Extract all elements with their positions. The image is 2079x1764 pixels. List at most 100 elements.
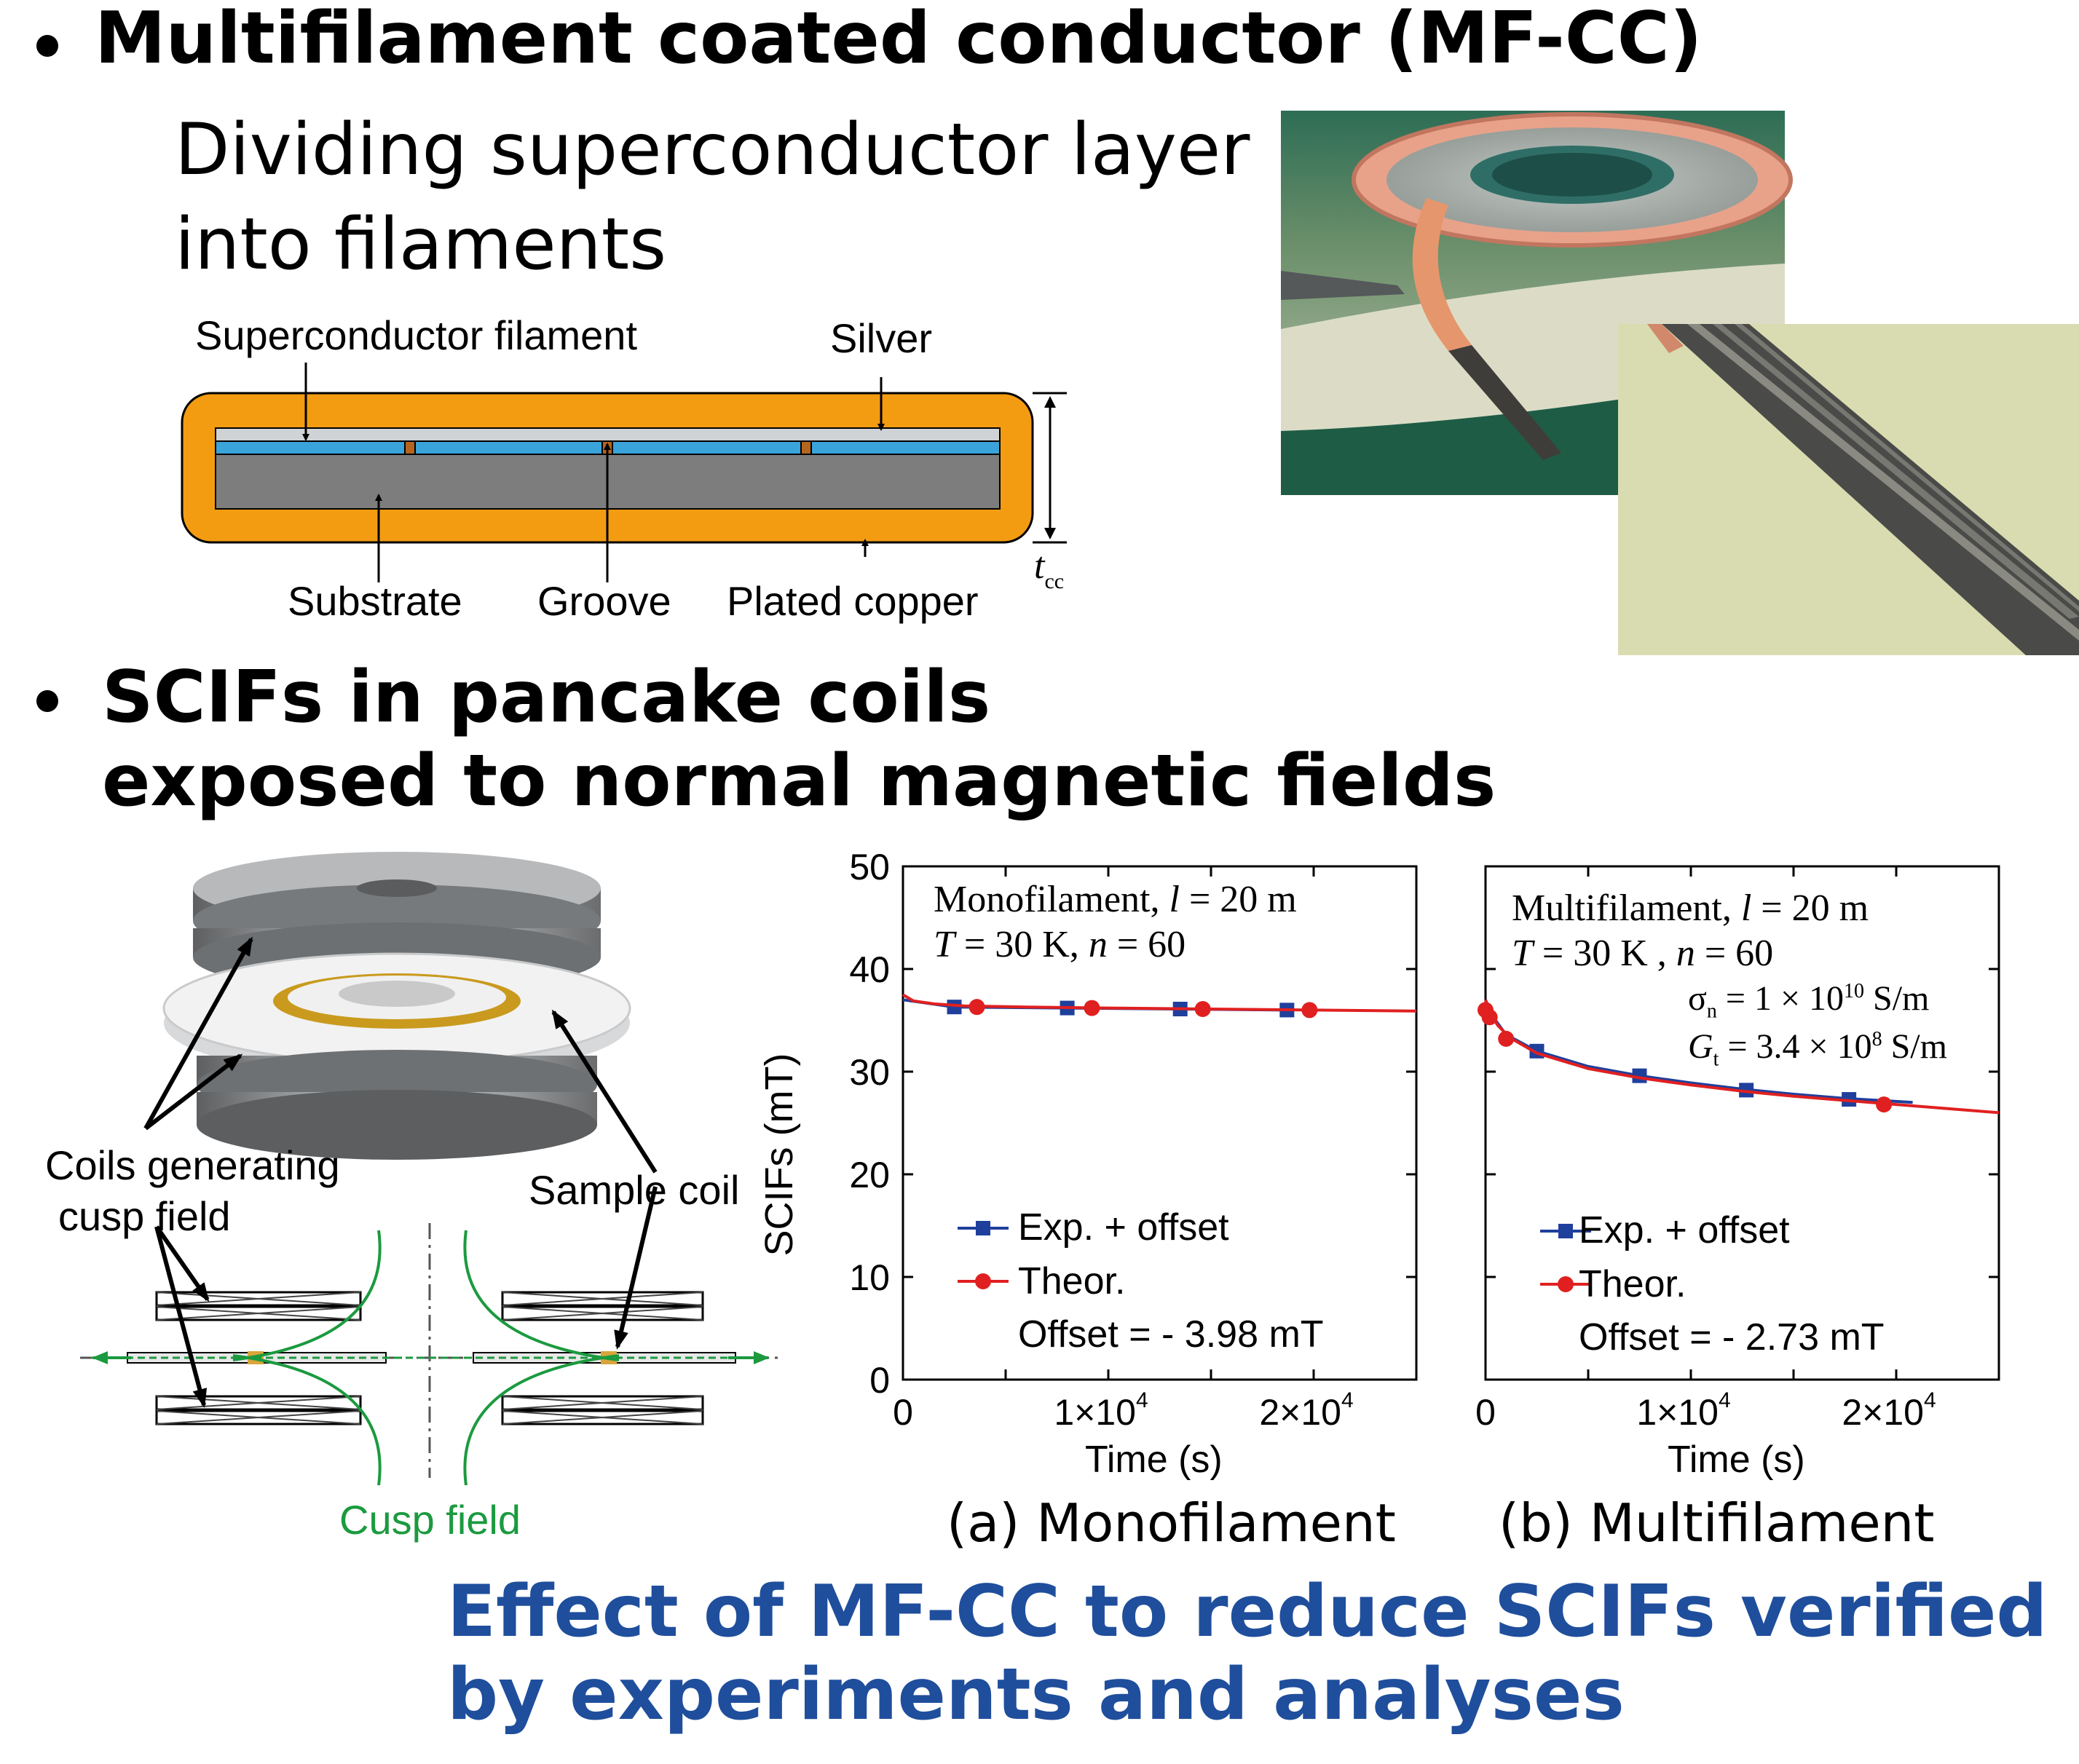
series-marker-circle xyxy=(1481,1009,1498,1026)
chart-a-ylabel: SCIFs (mT) xyxy=(757,1053,801,1257)
series-marker-circle xyxy=(1301,1002,1318,1019)
conclusion-line1: Effect of MF-CC to reduce SCIFs verified xyxy=(447,1570,2048,1653)
chart-b-caption: (b) Multifilament xyxy=(1499,1492,1935,1554)
chart-b-g-sub: t xyxy=(1713,1048,1719,1071)
label-thickness: tcc xyxy=(1034,545,1064,594)
x-tick-label: 2×104 xyxy=(1259,1388,1353,1433)
label-coils-line2: cusp field xyxy=(58,1193,231,1239)
chart-a-anno1b: l xyxy=(1169,879,1180,920)
legend-marker-circle xyxy=(1558,1276,1574,1292)
chart-a-anno2c: n xyxy=(1088,924,1108,965)
chart-b-plot: 0 1×104 2×104 xyxy=(1475,865,2000,1433)
label-groove: Groove xyxy=(537,578,671,624)
conclusion-line2: by experiments and analyses xyxy=(447,1653,1625,1736)
chart-b-legend-theor: Theor. xyxy=(1579,1263,1687,1305)
chart-b-sigma-unit: S/m xyxy=(1864,979,1930,1018)
chart-a-anno2d: = 60 xyxy=(1107,924,1186,965)
chart-a-offset: Offset = - 3.98 mT xyxy=(1018,1313,1324,1356)
series-marker-square xyxy=(947,1000,962,1015)
series-marker-circle xyxy=(1084,1000,1100,1016)
chart-a-caption: (a) Monofilament xyxy=(947,1492,1396,1554)
series-marker-circle xyxy=(1194,1000,1211,1017)
chart-b-frame xyxy=(1484,865,2000,1381)
chart-b-g-exp: 8 xyxy=(1871,1028,1882,1051)
x-tick-exponent: 4 xyxy=(1341,1388,1354,1412)
groove-3 xyxy=(800,440,812,455)
chart-a-frame xyxy=(902,865,1418,1381)
silver-layer xyxy=(215,427,1001,442)
bullet-dot xyxy=(36,35,58,57)
chart-a-xlabel: Time (s) xyxy=(1085,1439,1223,1481)
label-cusp-field: Cusp field xyxy=(339,1497,521,1543)
series-marker-circle xyxy=(969,999,985,1016)
series-marker-circle xyxy=(1876,1096,1893,1113)
chart-b-sigma-sub: n xyxy=(1706,1000,1717,1023)
section1-title: Multifilament coated conductor (MF-CC) xyxy=(95,0,1703,80)
chart-b-annotation-g: Gt = 3.4 × 108 S/m xyxy=(1688,1027,1947,1072)
chart-b-anno2a: T xyxy=(1512,933,1533,974)
chart-a-anno1a: Monofilament, xyxy=(934,879,1169,920)
chart-b-anno1b: l xyxy=(1740,887,1752,929)
series-line-1 xyxy=(902,993,1417,1013)
y-tick-label: 0 xyxy=(869,1360,890,1401)
chart-a-anno2b: = 30 K, xyxy=(954,924,1089,965)
x-tick-exponent: 4 xyxy=(1924,1388,1936,1412)
chart-b-offset: Offset = - 2.73 mT xyxy=(1579,1316,1885,1358)
label-superconductor-filament: Superconductor filament xyxy=(195,312,638,358)
chart-b-anno1c: = 20 m xyxy=(1751,887,1869,929)
chart-a-legend-exp: Exp. + offset xyxy=(1018,1206,1229,1249)
chart-b-xlabel: Time (s) xyxy=(1668,1439,1805,1481)
x-tick-label: 0 xyxy=(893,1392,913,1433)
label-silver: Silver xyxy=(830,315,933,361)
legend-marker-circle xyxy=(975,1273,991,1289)
chart-b-sigma-val: = 1 × 10 xyxy=(1716,979,1845,1018)
section2-title-line1: SCIFs in pancake coils xyxy=(102,656,991,739)
label-coils-line1: Coils generating xyxy=(45,1142,340,1188)
y-tick-label: 40 xyxy=(849,949,890,990)
chart-b-sigma: σ xyxy=(1688,979,1707,1018)
chart-a-anno1c: = 20 m xyxy=(1179,879,1297,920)
groove-1 xyxy=(404,440,416,455)
chart-b-sigma-exp: 10 xyxy=(1844,980,1865,1002)
label-substrate: Substrate xyxy=(288,578,462,624)
x-tick-label: 0 xyxy=(1475,1392,1496,1433)
x-tick-label: 2×104 xyxy=(1842,1388,1936,1433)
chart-b-legend-exp: Exp. + offset xyxy=(1579,1209,1790,1251)
section2-title-line2: exposed to normal magnetic fields xyxy=(102,740,1496,823)
bullet-dot-2 xyxy=(36,690,58,712)
y-tick-label: 10 xyxy=(849,1257,890,1298)
coil-cross-section xyxy=(80,1186,779,1486)
chart-a-annotation-1: Monofilament, l = 20 m xyxy=(934,878,1297,921)
chart-b-anno1a: Multifilament, xyxy=(1512,887,1741,929)
x-tick-label: 1×104 xyxy=(1636,1388,1730,1433)
label-sample-coil: Sample coil xyxy=(529,1167,740,1213)
chart-b-annotation-2: T = 30 K , n = 60 xyxy=(1512,932,1773,975)
chart-b-anno2c: n xyxy=(1676,933,1695,974)
y-tick-label: 20 xyxy=(849,1155,890,1195)
chart-a-anno2a: T xyxy=(934,924,955,965)
label-thickness-sub: cc xyxy=(1044,569,1065,593)
x-tick-label: 1×104 xyxy=(1054,1388,1148,1433)
section1-subtitle-line1: Dividing superconductor layer xyxy=(175,108,1250,191)
chart-a-legend-theor: Theor. xyxy=(1018,1260,1126,1302)
coil-setup-diagram xyxy=(80,852,779,1486)
x-tick-exponent: 4 xyxy=(1136,1388,1148,1412)
chart-b-g-val: = 3.4 × 10 xyxy=(1719,1027,1872,1066)
photo-multifilament-tape xyxy=(1618,324,2079,655)
section1-subtitle-line2: into filaments xyxy=(175,203,667,286)
chart-a-annotation-2: T = 30 K, n = 60 xyxy=(934,923,1186,966)
y-tick-label: 50 xyxy=(849,847,890,887)
chart-b-annotation-sigma: σn = 1 × 1010 S/m xyxy=(1688,978,1929,1024)
legend-marker-square xyxy=(1558,1224,1573,1238)
series-marker-circle xyxy=(1498,1030,1515,1047)
chart-b-anno2b: = 30 K , xyxy=(1532,933,1676,974)
chart-b-annotation-1: Multifilament, l = 20 m xyxy=(1512,887,1869,930)
chart-b-g: G xyxy=(1688,1027,1713,1066)
chart-b-g-unit: S/m xyxy=(1882,1027,1947,1066)
legend-marker-square xyxy=(976,1221,990,1235)
label-plated-copper: Plated copper xyxy=(727,578,979,624)
chart-b-anno2d: = 60 xyxy=(1695,933,1774,974)
